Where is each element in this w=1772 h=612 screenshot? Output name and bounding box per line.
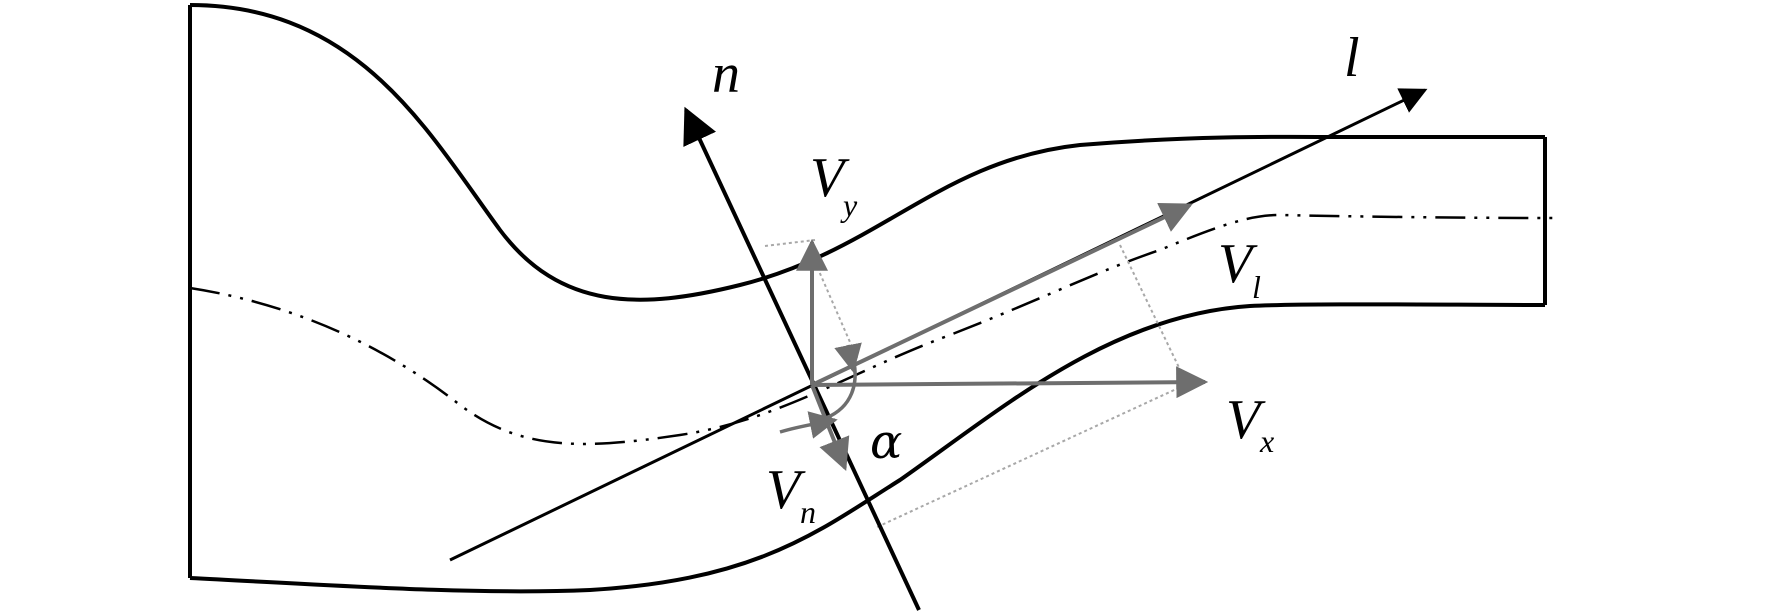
- vy-label: V: [810, 147, 850, 209]
- vx-arrow: [811, 366, 1209, 399]
- vy-subscript: y: [840, 187, 858, 223]
- vl-arrow: [811, 202, 1193, 387]
- vl-label: V: [1218, 233, 1258, 295]
- channel-centerline: [189, 213, 1561, 446]
- projection-lines: [764, 239, 1186, 529]
- vx-label: V: [1226, 389, 1266, 451]
- channel-upper-wall: [189, 3, 1545, 302]
- vl-subscript: l: [1252, 269, 1261, 305]
- channel-lower-wall: [189, 302, 1546, 594]
- n-axis: [683, 106, 921, 611]
- vx-subscript: x: [1259, 423, 1274, 459]
- l-axis-label: l: [1344, 27, 1360, 89]
- alpha-arc-arrow-bottom: [779, 411, 838, 439]
- vn-subscript: n: [800, 494, 816, 530]
- alpha-arc-arrow-top: [834, 342, 862, 373]
- vn-label: V: [766, 459, 806, 521]
- n-axis-label: n: [712, 43, 740, 105]
- diagram-labels: n l V y V l V x V n α: [712, 27, 1360, 530]
- channel-outline: [188, 3, 1547, 594]
- vn-arrow: [810, 384, 850, 471]
- alpha-label: α: [870, 414, 902, 470]
- velocity-vectors: [779, 202, 1209, 471]
